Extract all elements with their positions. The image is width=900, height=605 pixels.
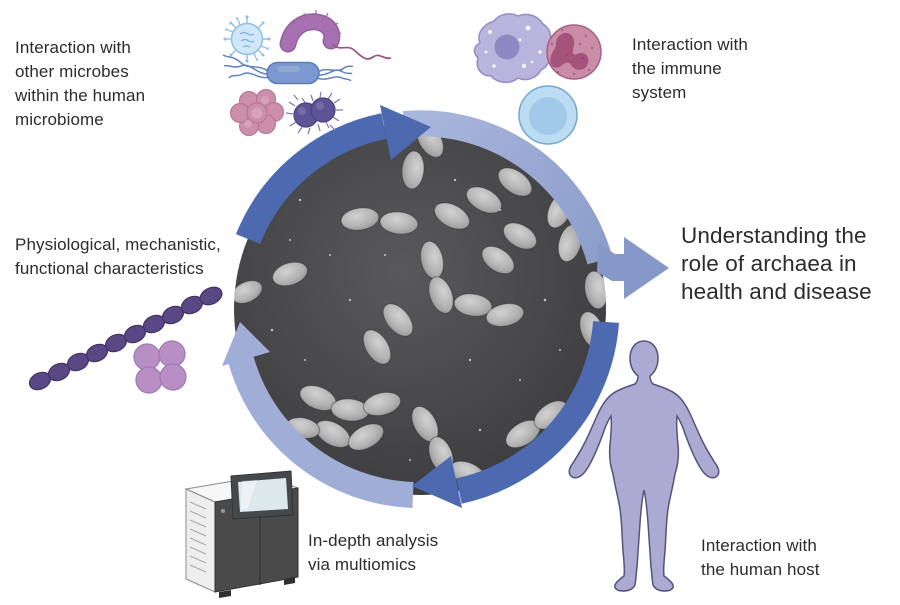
label-microbiome: Interaction with other microbes within t…	[15, 38, 146, 129]
cocci-cluster-icon	[230, 89, 284, 136]
cycle-arrows-icon	[222, 105, 669, 508]
spiky-diplococcus-icon	[285, 91, 343, 135]
label-physiological: Physiological, mechanistic, functional c…	[15, 235, 221, 278]
cycle-arc-bottom-left	[228, 356, 414, 508]
diagram-title: Understanding the role of archaea in hea…	[681, 223, 872, 304]
label-multiomics: In-depth analysis via multiomics	[308, 531, 439, 574]
cycle-arrowhead-bottom	[412, 456, 462, 508]
rod-bacterium-icon	[222, 54, 354, 85]
archaea-chain-icon	[28, 286, 223, 391]
microbes-group	[222, 10, 392, 136]
sequencer-icon	[184, 470, 299, 598]
curved-bacterium-icon	[279, 10, 392, 60]
macrophage-icon	[473, 13, 552, 84]
cycle-arrowhead-top	[380, 105, 431, 160]
neutrophil-icon	[546, 24, 602, 80]
outcome-arrow-icon	[597, 237, 669, 299]
immune-cells-group	[473, 13, 602, 145]
label-immune-system: Interaction with the immune system	[632, 35, 748, 102]
cycle-arc-top-right	[402, 110, 613, 265]
human-figure-icon	[568, 340, 720, 592]
archaea-tetrad-icon	[133, 340, 187, 394]
lymphocyte-icon	[518, 85, 578, 145]
cycle-arc-bottom-right	[456, 320, 619, 504]
cycle-arc-top-left	[235, 113, 387, 245]
cycle-arrowhead-left	[222, 322, 270, 366]
label-human-host: Interaction with the human host	[701, 536, 820, 579]
sem-speckles	[270, 178, 561, 461]
virus-icon	[223, 15, 271, 63]
